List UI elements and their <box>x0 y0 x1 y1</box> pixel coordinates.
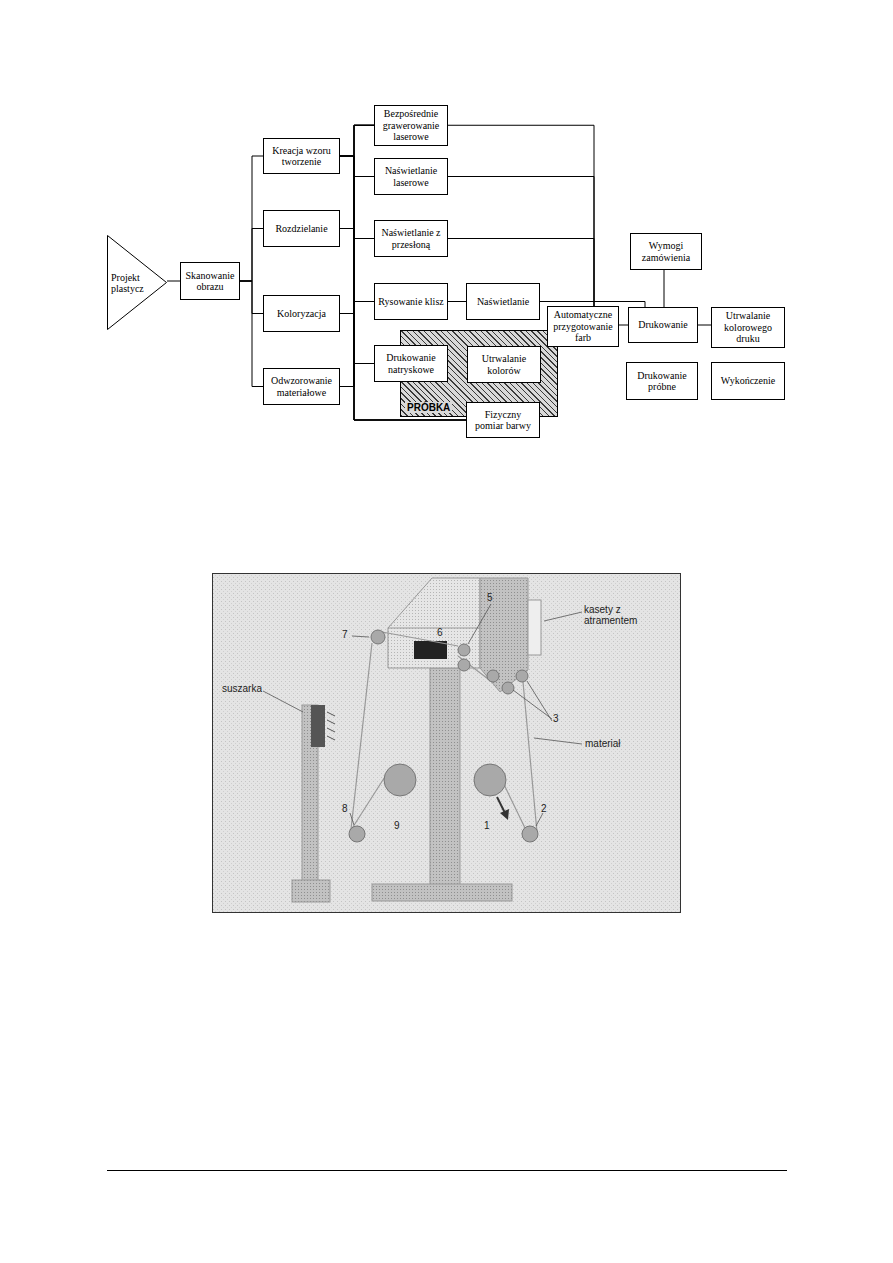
node-text: Odwzorowanie materiałowe <box>267 375 336 398</box>
node-text: Automatyczne przygotowanie farb <box>551 309 615 344</box>
node-text: Skanowanie obrazu <box>184 270 236 293</box>
dryer-heater <box>311 705 325 747</box>
connector <box>340 364 374 387</box>
connector <box>340 229 374 302</box>
connector <box>340 314 374 364</box>
connector <box>340 156 374 364</box>
node-text: Drukowanie natryskowe <box>378 352 444 375</box>
callout-number: 8 <box>342 803 348 814</box>
connector <box>340 177 374 229</box>
part-label: suszarka <box>222 683 262 694</box>
stand-base <box>372 884 512 901</box>
callout-number: 3 <box>553 713 559 724</box>
connector <box>340 125 374 313</box>
connector <box>664 270 665 307</box>
process-box: Wymogi zamówienia <box>630 233 702 270</box>
connector <box>448 125 594 306</box>
node-text: Koloryzacja <box>267 308 336 320</box>
start-shape: Projekt plastycz <box>107 235 167 330</box>
process-box: Rozdzielanie <box>263 210 340 247</box>
callout-number: 6 <box>437 627 443 638</box>
connector <box>340 125 374 386</box>
part-label: kasety z atramentem <box>584 604 656 626</box>
rollers <box>349 630 538 842</box>
ink-housing <box>480 578 528 692</box>
node-text: Utrwalanie kolorowego druku <box>715 310 781 345</box>
process-box: Utrwalanie kolorów <box>467 346 541 383</box>
process-box: Skanowanie obrazu <box>180 262 240 300</box>
print-head <box>414 641 447 659</box>
dryer-base <box>292 880 330 902</box>
process-box: Bezpośrednie grawerowanie laserowe <box>374 105 448 146</box>
connector <box>340 239 374 314</box>
feed-arrowhead <box>500 809 509 820</box>
process-box: Utrwalanie kolorowego druku <box>711 307 785 348</box>
connector <box>340 156 466 420</box>
connector <box>340 156 374 239</box>
node-text: Rysowanie klisz <box>378 296 444 308</box>
node-text: Drukowanie <box>632 319 694 331</box>
process-box: Drukowanie <box>628 307 698 343</box>
connector <box>240 156 263 281</box>
node-text: Naświetlanie <box>470 296 536 308</box>
process-box: Naświetlanie z przesłoną <box>374 220 448 257</box>
photo-frame <box>213 574 681 913</box>
node-text: Wymogi zamówienia <box>634 240 698 263</box>
node-text: Wykończenie <box>715 375 781 387</box>
heat-rays <box>327 712 335 740</box>
process-box: Drukowanie natryskowe <box>374 345 448 382</box>
node-text: Rozdzielanie <box>267 223 336 235</box>
connector <box>167 281 180 282</box>
node-text: Fizyczny pomiar barwy <box>470 409 536 432</box>
connector <box>448 301 466 302</box>
connector <box>340 177 374 314</box>
callout-number: 1 <box>484 820 490 831</box>
connector <box>340 156 374 177</box>
process-box: Fizyczny pomiar barwy <box>466 402 540 438</box>
page-rule <box>107 1170 787 1171</box>
node-text: Kreacja wzoru tworzenie <box>267 145 336 168</box>
connector <box>340 125 374 156</box>
connector <box>340 229 374 364</box>
node-text: Naświetlanie laserowe <box>378 165 444 188</box>
leader-lines <box>263 604 582 826</box>
connector <box>240 229 263 282</box>
process-box: Drukowanie próbne <box>626 362 698 400</box>
part-label: materiał <box>585 738 621 749</box>
process-box: Rysowanie klisz <box>374 283 448 320</box>
node-text: Drukowanie próbne <box>630 370 694 393</box>
stand-column <box>430 668 460 885</box>
ink-cartridge <box>528 600 541 655</box>
housing-edge <box>388 628 480 629</box>
process-box: Automatyczne przygotowanie farb <box>547 306 619 347</box>
node-text: Projekt plastycz <box>111 271 155 294</box>
connector <box>340 177 374 387</box>
process-box: Kreacja wzoru tworzenie <box>263 138 340 174</box>
callout-number: 2 <box>541 803 547 814</box>
callout-number: 9 <box>394 820 400 831</box>
connector <box>340 302 374 387</box>
node-text: PRÓBKA <box>405 402 452 414</box>
print-head-housing <box>388 578 480 668</box>
process-box: Koloryzacja <box>263 295 340 332</box>
connector <box>340 239 374 387</box>
connector <box>340 302 374 314</box>
connector <box>240 281 263 387</box>
material-web <box>350 632 537 838</box>
process-box: Naświetlanie laserowe <box>374 158 448 195</box>
node-text: Bezpośrednie grawerowanie laserowe <box>378 108 444 143</box>
process-box: Wykończenie <box>711 362 785 400</box>
process-box: Naświetlanie <box>466 283 540 320</box>
process-box: Odwzorowanie materiałowe <box>263 368 340 405</box>
node-text: Utrwalanie kolorów <box>471 353 537 376</box>
connector <box>340 229 374 239</box>
node-text: Naświetlanie z przesłoną <box>378 227 444 250</box>
callout-number: 7 <box>342 629 348 640</box>
callout-number: 5 <box>487 592 493 603</box>
connector <box>698 325 711 326</box>
connector <box>619 325 628 326</box>
feed-arrow <box>497 797 505 813</box>
